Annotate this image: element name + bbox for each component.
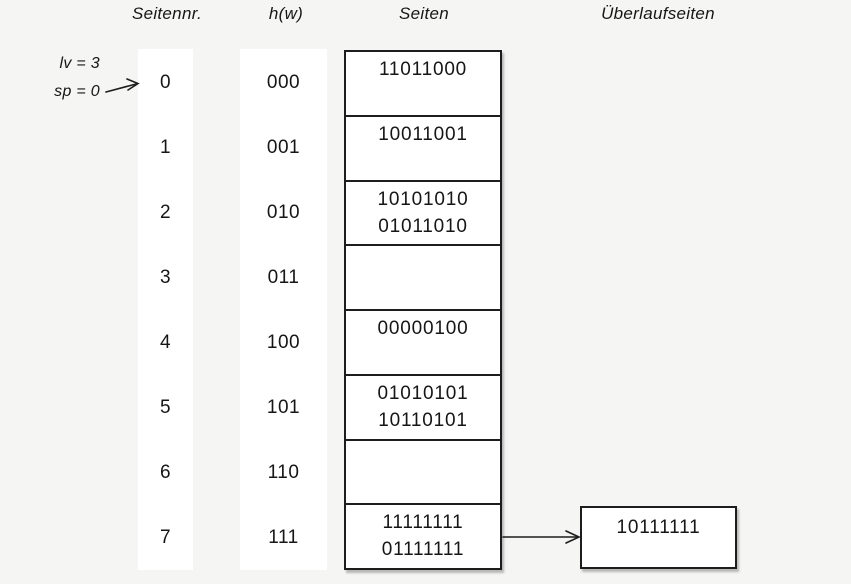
- overflow-page-entry: 10111111: [616, 517, 701, 538]
- page-entry: 11011000: [378, 59, 468, 80]
- overflow-arrow: [502, 530, 581, 544]
- pages-table: 11011000 10011001 10101010 01011010 0000…: [344, 50, 502, 570]
- page-cell-2: 10101010 01011010: [346, 179, 500, 245]
- hash-value: 010: [266, 201, 301, 223]
- header-ueberlaufseiten: Überlaufseiten: [601, 4, 715, 23]
- page-entry: 00000100: [377, 318, 469, 339]
- page-entry: 01111111: [381, 539, 465, 561]
- page-cell-5: 01010101 10110101: [346, 373, 500, 439]
- page-number: 3: [159, 266, 172, 288]
- split-pointer-arrow: [105, 78, 140, 93]
- page-number: 4: [159, 331, 172, 353]
- hash-value: 111: [268, 526, 299, 548]
- page-cell-6: [346, 438, 500, 504]
- page-entry: 01010101: [377, 382, 469, 404]
- hash-value: 001: [266, 136, 301, 158]
- hash-value: 100: [266, 331, 301, 353]
- page-number: 0: [159, 71, 172, 93]
- page-number: 6: [159, 461, 172, 483]
- header-seitennr: Seitennr.: [131, 4, 203, 23]
- page-entry: 11111111: [382, 512, 464, 534]
- page-number-strip: [138, 49, 193, 570]
- overflow-page-box: 10111111: [580, 506, 737, 569]
- state-annotation: lv = 3 sp = 0: [26, 50, 100, 106]
- page-cell-1: 10011001: [346, 114, 500, 180]
- hash-value: 110: [267, 461, 300, 483]
- split-pointer-value: sp = 0: [54, 83, 100, 100]
- hash-value: 000: [266, 71, 301, 93]
- page-number-column: 0 1 2 3 4 5 6 7: [138, 50, 193, 570]
- page-cell-3: [346, 244, 500, 309]
- level-value: lv = 3: [59, 55, 100, 72]
- hash-value-strip: [240, 49, 327, 570]
- page-cell-4: 00000100: [346, 309, 500, 374]
- page-entry: 01011010: [378, 215, 468, 237]
- page-cell-7: 11111111 01111111: [346, 503, 500, 568]
- page-number: 7: [159, 526, 172, 548]
- page-number: 1: [159, 136, 172, 158]
- page-entry: 10110101: [378, 409, 468, 431]
- hash-value: 011: [267, 266, 300, 288]
- hash-value-column: 000 001 010 011 100 101 110 111: [240, 50, 327, 570]
- page-entry: 10011001: [378, 123, 468, 145]
- page-entry: 10101010: [377, 188, 469, 210]
- page-cell-0: 11011000: [346, 52, 500, 115]
- page-number: 5: [159, 396, 172, 418]
- header-hash-function: h(w): [268, 4, 304, 23]
- page-number: 2: [159, 201, 172, 223]
- header-seiten: Seiten: [398, 4, 450, 23]
- hash-value: 101: [266, 396, 301, 418]
